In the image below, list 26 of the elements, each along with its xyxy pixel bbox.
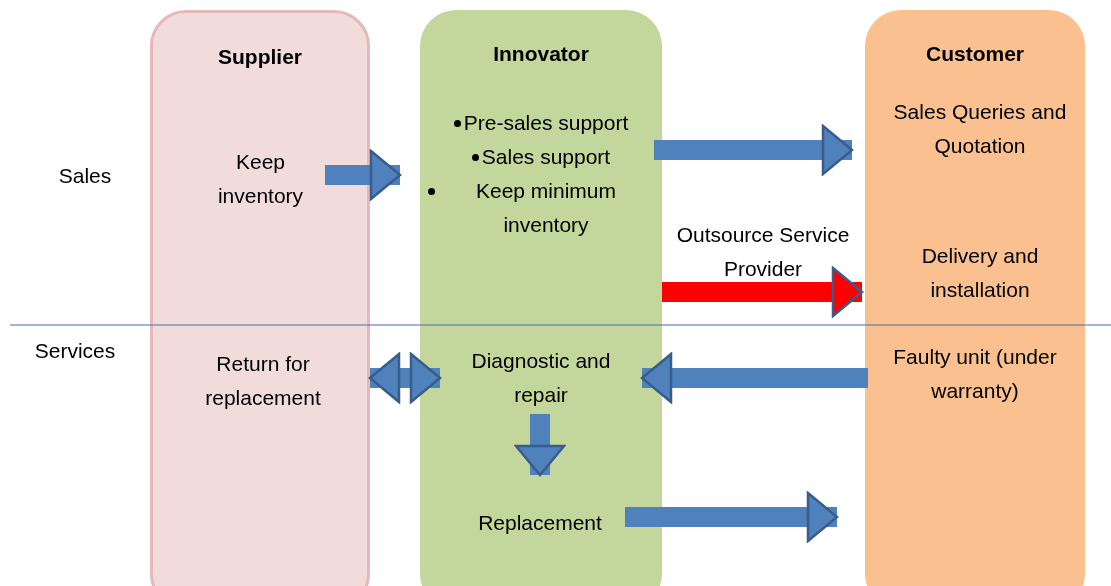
node-text: Diagnostic and repair [470,348,612,408]
block-arrow [662,266,864,318]
node-text: Delivery and installation [920,243,1040,303]
block-arrow [368,352,442,404]
bullet-text: Keep minimum inventory [474,178,618,238]
node-text: Faulty unit (under warranty) [892,344,1058,404]
row-label: Services [33,338,117,364]
node-text: Replacement [478,510,602,536]
lane-heading: Innovator [492,41,590,67]
bullet-text: Sales support [481,144,611,170]
swimlane [420,10,662,586]
block-arrow [325,149,402,201]
row-label: Sales [57,163,113,189]
block-arrow [514,414,566,477]
node-text: Return for replacement [204,351,322,411]
swimlane [150,10,370,586]
bullet-text: Pre-sales support [463,110,629,136]
node-text: Sales Queries and Quotation [892,99,1068,159]
edge-label: Outsource Service Provider [675,222,851,282]
block-arrow [640,352,868,404]
lane-heading: Customer [925,41,1025,67]
lane-heading: Supplier [217,44,303,70]
block-arrow [625,491,839,543]
swimlane [865,10,1085,586]
block-arrow [654,124,854,176]
node-text: Keep inventory [216,149,305,209]
